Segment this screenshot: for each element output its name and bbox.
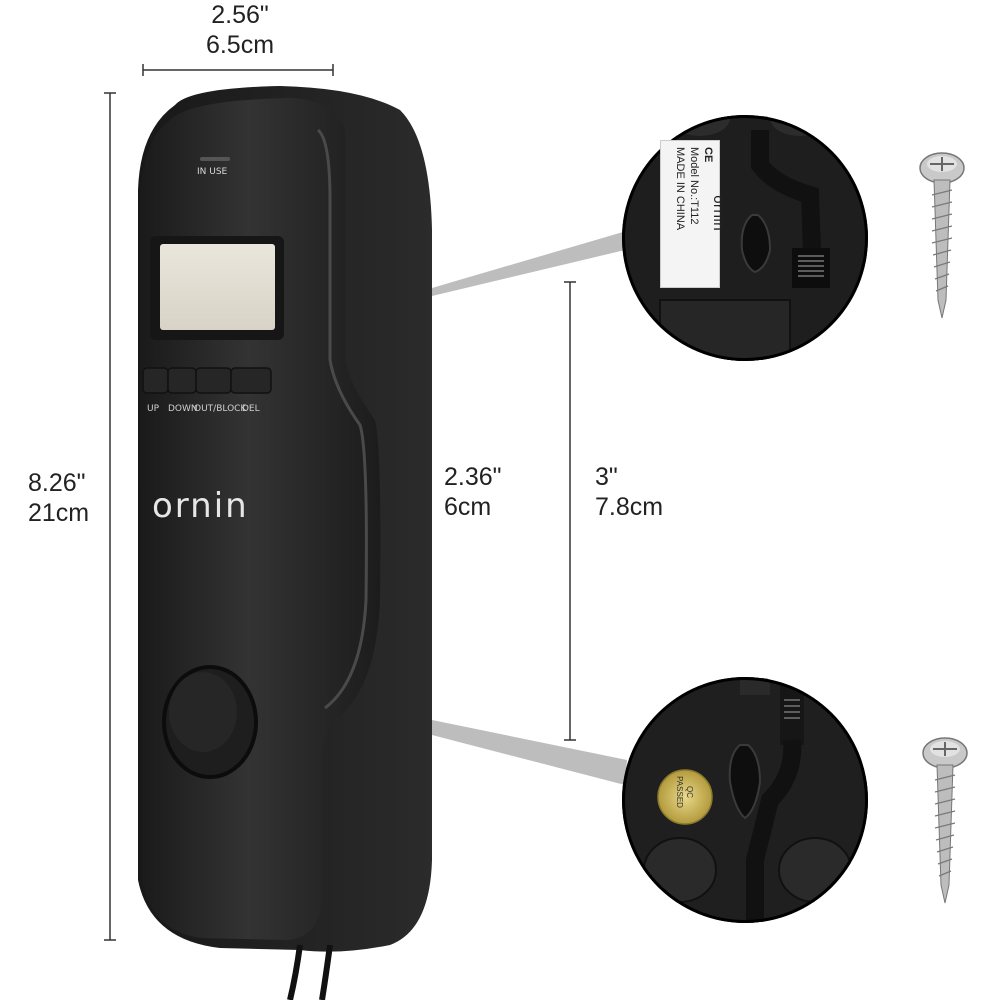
width-inches: 2.56" xyxy=(211,1,269,29)
mounting-screw-bottom xyxy=(922,737,968,904)
height-dimension-line xyxy=(104,92,116,941)
mount-inches: 3" xyxy=(595,463,618,491)
del-button-label: DEL xyxy=(242,404,260,414)
width-dimension-line xyxy=(142,64,334,76)
height-label: 8.26" 21cm xyxy=(28,468,89,528)
label-brand: ornin xyxy=(709,195,726,231)
mount-dimension-line xyxy=(564,281,576,741)
depth-inches: 2.36" xyxy=(444,463,502,491)
up-button[interactable] xyxy=(142,367,169,394)
mount-spacing-label: 3" 7.8cm xyxy=(595,462,663,522)
del-button[interactable] xyxy=(230,367,272,394)
qc-sticker-text: QC PASSED xyxy=(660,768,708,816)
phone-cord-left xyxy=(287,944,303,1000)
depth-label: 2.36" 6cm xyxy=(444,462,502,522)
hook-switch-highlight xyxy=(169,672,237,752)
brand-logo: ornin xyxy=(152,486,249,526)
down-button-label: DOWN xyxy=(168,404,198,414)
qc-passed-sticker xyxy=(657,769,713,825)
out-block-button[interactable] xyxy=(195,367,232,394)
model-label-sticker: CE Model No.:T112 MADE IN CHINA xyxy=(660,140,720,288)
qc-line-1: QC xyxy=(685,786,694,798)
callout-beam-bottom xyxy=(432,720,627,785)
mounting-screw-top xyxy=(919,152,965,319)
label-model-number: Model No.:T112 xyxy=(688,147,700,225)
depth-centimeters: 6cm xyxy=(444,493,492,521)
detail-circle-top xyxy=(622,115,868,361)
width-label: 2.56" 6.5cm xyxy=(200,0,280,60)
phone-jack xyxy=(792,248,830,288)
out-block-button-label: OUT/BLOCK xyxy=(194,404,247,414)
height-inches: 8.26" xyxy=(28,469,86,497)
down-button[interactable] xyxy=(167,367,197,394)
callout-beam-top xyxy=(432,232,625,296)
label-origin: MADE IN CHINA xyxy=(674,147,686,231)
detail-circle-bottom xyxy=(622,677,868,923)
lcd-screen xyxy=(160,244,275,330)
in-use-indicator-label: IN USE xyxy=(197,167,228,177)
phone-cord-right xyxy=(319,944,333,1000)
phone-edge-highlight xyxy=(316,128,368,710)
earpiece-slot xyxy=(200,157,230,161)
width-centimeters: 6.5cm xyxy=(205,31,275,59)
height-centimeters: 21cm xyxy=(28,499,90,527)
up-button-label: UP xyxy=(147,404,160,414)
qc-line-2: PASSED xyxy=(675,776,684,808)
mount-centimeters: 7.8cm xyxy=(595,493,664,521)
